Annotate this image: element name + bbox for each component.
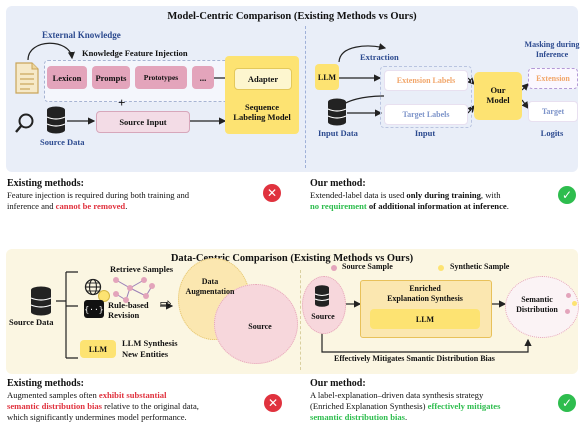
llm-box-top: LLM: [315, 64, 339, 90]
legend-source-label: Source Sample: [342, 262, 393, 271]
desc1-right-end: .: [506, 201, 509, 211]
desc1-right-b: , with: [480, 190, 501, 200]
extraction-label: Extraction: [360, 52, 399, 62]
desc2-left-red: exhibit substantial: [98, 390, 167, 400]
top-divider: [305, 26, 306, 168]
rule-based-icon: {··}: [84, 300, 104, 318]
bottom-source-database-icon: [30, 286, 52, 316]
chip-prompts: Prompts: [92, 66, 130, 89]
desc2-right-text: A label-explanation–driven data synthesi…: [310, 390, 560, 423]
legend-synthetic-dot: [438, 265, 444, 271]
left-source-label: Source: [248, 322, 272, 331]
semantic-synthetic-dot: [572, 301, 577, 306]
desc1-left-red: cannot be removed: [55, 201, 126, 211]
right-arrow-icon: ⇨: [160, 296, 172, 312]
desc2-right-a: A label-explanation–driven data synthesi…: [310, 390, 484, 400]
desc2-left-a: Augmented samples often: [7, 390, 99, 400]
data-augmentation-label: Data Augmentation: [185, 277, 235, 296]
document-icon: [14, 62, 40, 94]
desc2-left-c: which significantly undermines model per…: [7, 412, 187, 422]
input-dashed-box: [380, 66, 472, 128]
desc2-right-end: .: [405, 412, 408, 422]
retrieve-samples-label: Retrieve Samples: [110, 264, 174, 274]
retrieve-coin-icon: [98, 290, 110, 302]
desc2-left-b: relative to the original data,: [102, 401, 199, 411]
bottom-divider: [300, 270, 301, 370]
input-data-database-icon: [327, 98, 347, 126]
masking-label: Masking during Inference: [524, 40, 580, 59]
top-source-data-label: Source Data: [40, 137, 85, 147]
desc1-right-a: Extended-label data is used: [310, 190, 407, 200]
kfi-label: Knowledge Feature Injection: [82, 48, 188, 58]
cross-icon-2: ✕: [264, 394, 282, 412]
desc1-left-b: inference and: [7, 201, 56, 211]
input-data-label: Input Data: [318, 128, 358, 138]
check-icon-2: ✓: [558, 394, 576, 412]
desc1-right-text: Extended-label data is used only during …: [310, 190, 560, 212]
desc2-left-text: Augmented samples often exhibit substant…: [7, 390, 267, 423]
desc1-left-heading: Existing methods:: [7, 178, 84, 189]
rule-based-label: Rule-based Revision: [108, 300, 149, 320]
semantic-distribution-label: Semantic Distribution: [516, 295, 558, 314]
logits-label: Logits: [540, 128, 564, 138]
desc2-right-green2: semantic distribution bias: [310, 412, 406, 422]
seq-model-label: Sequence Labeling Model: [233, 102, 291, 122]
extension-output-box: Extension: [528, 68, 578, 89]
top-left-arrows: [27, 42, 529, 125]
enriched-label: Enriched Explanation Synthesis: [387, 284, 463, 303]
bottom-source-data-label: Source Data: [9, 317, 54, 327]
chip-more: ...: [192, 66, 214, 89]
mitigates-label: Effectively Mitigates Smantic Distributi…: [334, 354, 495, 363]
llm-box-bottom-right: LLM: [370, 309, 480, 329]
desc1-left-a: Feature injection is required during bot…: [7, 190, 190, 200]
desc1-left-end: .: [125, 201, 128, 211]
bottom-title: Data-Centric Comparison (Existing Method…: [170, 253, 414, 264]
desc2-right-heading: Our method:: [310, 378, 366, 389]
cross-icon-1: ✕: [263, 184, 281, 202]
chip-prototypes: Prototypes: [135, 66, 187, 89]
legend-synthetic-label: Synthetic Sample: [450, 262, 510, 271]
target-labels-box: Target Labels: [384, 104, 468, 125]
legend-source-dot: [331, 265, 337, 271]
desc2-left-heading: Existing methods:: [7, 378, 84, 389]
desc1-left-text: Feature injection is required during bot…: [7, 190, 257, 212]
desc1-right-bold: only during training: [406, 190, 481, 200]
semantic-distribution-blob: [505, 276, 579, 338]
external-knowledge-label: External Knowledge: [42, 30, 121, 40]
llm-box-bottom-left: LLM: [80, 340, 116, 358]
right-source-database-icon: [314, 285, 330, 307]
check-icon-1: ✓: [558, 186, 576, 204]
source-database-icon: [46, 106, 66, 134]
semantic-source-dot-2: [565, 309, 570, 314]
llm-synthesis-label: LLM Synthesis New Entities: [122, 338, 178, 359]
input-label: Input: [414, 128, 436, 138]
target-output-box: Target: [528, 101, 578, 122]
adapter-box: Adapter: [234, 68, 292, 90]
desc1-right-c: of additional information at inference: [366, 201, 507, 211]
source-blob-left: [214, 284, 298, 364]
plus-sign: +: [118, 95, 126, 110]
top-title: Model-Centric Comparison (Existing Metho…: [167, 11, 417, 22]
semantic-source-dot: [566, 293, 571, 298]
right-source-label: Source: [311, 312, 335, 321]
our-model-label: Our Model: [486, 85, 510, 105]
desc2-right-green: effectively mitigates: [427, 401, 501, 411]
desc2-right-b: (Enriched Explanation Synthesis): [310, 401, 428, 411]
desc1-right-green: no requirement: [310, 201, 367, 211]
desc1-right-heading: Our method:: [310, 178, 366, 189]
globe-icon: [84, 278, 102, 296]
chip-lexicon: Lexicon: [47, 66, 87, 89]
graph-network-icon: [110, 274, 156, 306]
desc2-left-red2: semantic distribution bias: [7, 401, 103, 411]
extension-labels-box: Extension Labels: [384, 70, 468, 91]
magnifier-icon: [14, 112, 36, 134]
source-input-box: Source Input: [96, 111, 190, 133]
our-model-box: [474, 72, 522, 120]
